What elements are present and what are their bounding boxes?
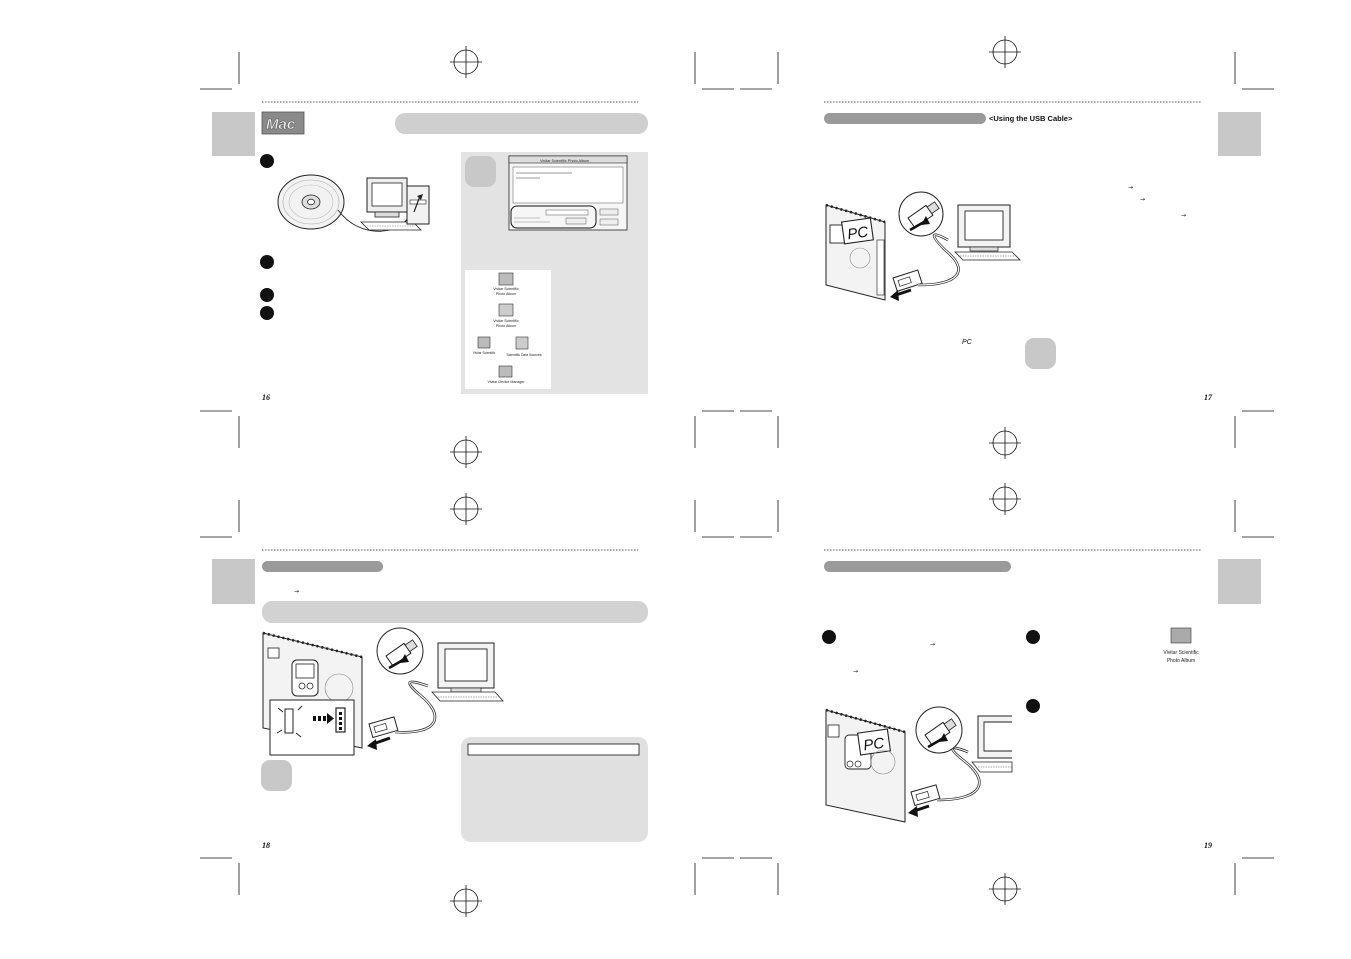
step-bullet-4 bbox=[260, 306, 274, 320]
page-19: → → Vivitar Scientific Photo Album PC bbox=[822, 561, 1212, 850]
install-illustration bbox=[277, 174, 430, 232]
step-bullet-3 bbox=[1026, 699, 1040, 713]
step-bullet-1 bbox=[260, 154, 274, 168]
step-bullet-2 bbox=[260, 255, 274, 269]
page-number-16: 16 bbox=[262, 393, 270, 402]
svg-text:→: → bbox=[1181, 212, 1186, 219]
mac-logo: Mac bbox=[261, 111, 305, 135]
usb-connection-illustration: PC bbox=[825, 191, 1021, 301]
step-bullet-3 bbox=[260, 288, 274, 302]
installed-icons-screenshot: Vivitar Scientific Photo Album Vivitar S… bbox=[465, 270, 551, 389]
album-icon-line2: Photo Album bbox=[1167, 658, 1195, 664]
lcd-pc-glyph: PC bbox=[862, 735, 885, 755]
step-bullet-1 bbox=[822, 630, 836, 644]
mac-logo-text: Mac bbox=[266, 116, 296, 133]
page-16: Mac Vivitar Scientific Photo Album bbox=[260, 111, 648, 402]
svg-text:→: → bbox=[1128, 184, 1133, 191]
icon-1-line2: Photo Album bbox=[496, 292, 516, 296]
page-number-17: 17 bbox=[1204, 393, 1213, 402]
album-icon bbox=[1170, 627, 1192, 644]
note-tab bbox=[465, 156, 496, 187]
menu-arrow: → bbox=[294, 588, 299, 595]
section-tab bbox=[262, 561, 383, 572]
menu-arrows: → → → bbox=[1128, 184, 1186, 219]
icon-2-line2: Photo Album bbox=[496, 324, 516, 328]
svg-text:→: → bbox=[853, 668, 858, 675]
section-bar bbox=[262, 601, 648, 623]
caution-header-box bbox=[467, 743, 640, 756]
album-icon-screenshot: Vivitar Scientific Photo Album bbox=[1163, 627, 1199, 664]
page-number-19: 19 bbox=[1204, 841, 1212, 850]
usb-connection-illustration: PC bbox=[825, 706, 1013, 823]
note-tab bbox=[1025, 338, 1056, 369]
step-bullet-2 bbox=[1026, 630, 1040, 644]
page-number-18: 18 bbox=[262, 841, 270, 850]
lcd-callout bbox=[840, 217, 875, 245]
album-app-icon bbox=[498, 272, 514, 286]
page-17: <Using the USB Cable> PC bbox=[824, 113, 1213, 402]
device-manager-icon bbox=[498, 365, 513, 378]
album-icon-line1: Vivitar Scientific bbox=[1163, 650, 1199, 656]
icon-4-line1: Scientific Data Sources bbox=[506, 353, 541, 357]
page-18: → bbox=[261, 561, 648, 850]
menu-arrows: → → bbox=[853, 641, 935, 675]
camera-usb-illustration bbox=[262, 627, 504, 756]
usb-cable-heading: <Using the USB Cable> bbox=[989, 114, 1073, 123]
section-tab bbox=[824, 561, 1011, 572]
mode-pc-glyph: PC bbox=[962, 339, 973, 346]
caution-panel bbox=[461, 737, 648, 842]
header-rules bbox=[262, 101, 1202, 551]
edge-tabs bbox=[212, 112, 1261, 604]
installer-dialog-screenshot: Vivitar Scientific Photo Album bbox=[508, 155, 628, 231]
section-tab bbox=[824, 113, 986, 124]
note-tab bbox=[261, 760, 292, 791]
app-icon bbox=[477, 336, 491, 349]
document-icon bbox=[515, 336, 529, 350]
lcd-pc-glyph: PC bbox=[846, 224, 869, 244]
dialog-title: Vivitar Scientific Photo Album bbox=[540, 159, 589, 163]
folder-icon bbox=[498, 303, 514, 317]
section-bar bbox=[395, 113, 648, 134]
svg-text:→: → bbox=[930, 641, 935, 648]
icon-1-line1: Vivitar Scientific bbox=[493, 287, 519, 291]
icon-3-line1: Vivitar Scientific bbox=[473, 351, 496, 355]
svg-text:→: → bbox=[1140, 196, 1145, 203]
icon-5-line1: Vivitar Device Manager bbox=[487, 380, 525, 384]
crop-marks bbox=[200, 52, 1274, 895]
icon-2-line1: Vivitar Scientific bbox=[493, 319, 519, 323]
